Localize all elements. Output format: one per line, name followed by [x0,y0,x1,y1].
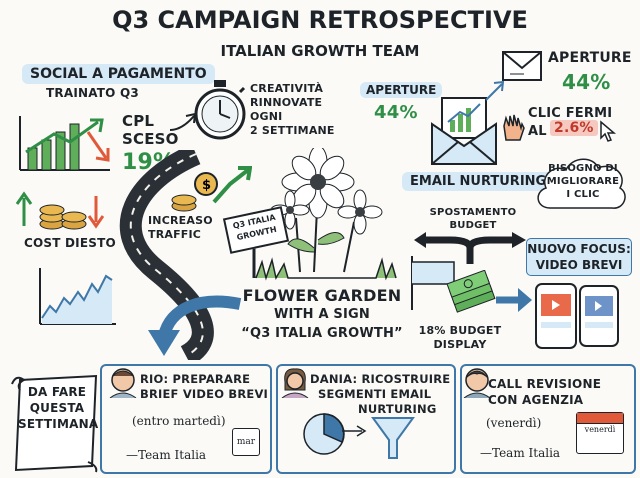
traffic-note: INCREASO TRAFFIC [148,214,213,242]
video-focus-line2: VIDEO BREVI [535,258,623,272]
rio-task-title: RIO: PREPARARE BRIEF VIDEO BREVI [140,372,268,402]
todo-scroll-line1: DA FARE [27,385,87,399]
stop-hand-icon [503,114,525,141]
improve-clicks-text: BISOGNO DI MIGLIORARE I CLIC [540,162,626,201]
rio-line2: BRIEF VIDEO BREVI [140,387,269,401]
big-curved-arrow-icon [148,295,242,356]
garden-caption-line3: “Q3 ITALIA GROWTH” [241,326,403,341]
stopwatch-icon [194,80,246,140]
improve-clicks-cloud [537,158,626,209]
call-due: (venerdì) [486,416,542,430]
budget-flag-icon [411,256,455,310]
garden-caption: FLOWER GARDEN WITH A SIGN “Q3 ITALIA GRO… [234,286,410,343]
growth-bars-icon [19,116,110,171]
aperture-left-value: 44% [374,102,418,123]
rio-line1: RIO: PREPARARE [140,372,251,386]
garden-caption-line1: FLOWER GARDEN [242,286,402,305]
traffic-line2: TRAFFIC [148,228,202,241]
dania-avatar [281,368,309,398]
line-chart-icon [39,268,116,325]
agency-avatar [463,368,491,398]
budget-shift-line1: SPOSTAMENTO [429,207,517,218]
budget-display-label: 18% BUDGET DISPLAY [418,324,502,352]
video-focus-line1: NUOVO FOCUS: [527,242,631,256]
pie-chart-icon [303,413,345,455]
rio-avatar [109,368,137,398]
video-focus-label: NUOVO FOCUS: VIDEO BREVI [526,238,632,276]
aperture-right-value: 44% [562,70,611,94]
cpl-label-line1: CPL [122,112,155,130]
creative-line2: RINNOVATE [250,96,323,109]
cursor-icon [600,120,617,142]
budget-display-line2: DISPLAY [433,338,487,351]
coins-rising-icon: $ [171,166,252,212]
rio-signature: —Team Italia [126,448,207,462]
coin-stacks-icon [15,191,104,230]
road-illustration [119,150,214,360]
creative-line3: OGNI [250,110,283,123]
budget-shift-line2: BUDGET [449,220,497,231]
cloud-line1: BISOGNO DI [548,163,618,174]
svg-text:$: $ [202,178,211,193]
call-signature: —Team Italia [480,446,561,460]
dania-line2: SEGMENTI EMAIL [318,387,432,401]
cloud-line2: MIGLIORARE [546,176,620,187]
cost-label: COST DIESTO [24,236,116,250]
funnel-icon [371,417,415,459]
flower-garden-illustration [252,148,397,281]
cloud-line3: I CLIC [566,189,600,200]
call-line1: CALL REVISIONE [488,377,602,391]
video-phones-icon [535,283,619,349]
open-envelope-chart-icon [431,97,497,165]
dania-line1: DANIA: RICOSTRUIRE [310,372,451,386]
call-calendar-day: venerdì [584,425,616,434]
task-card-dania [276,364,456,474]
arrow-to-funnel-icon [342,425,367,437]
todo-scroll [11,374,98,473]
fork-arrow-icon [414,232,526,264]
envelope-icon [502,51,542,81]
page-subtitle: ITALIAN GROWTH TEAM [220,42,420,60]
call-task-title: CALL REVISIONE CON AGENZIA [488,376,601,408]
social-heading: SOCIAL A PAGAMENTO [22,64,215,84]
clic-label-line1: CLIC FERMI [528,106,613,121]
budget-display-line1: 18% BUDGET [418,324,502,337]
aperture-left-label: APERTURE [360,82,443,98]
traffic-line1: INCREASO [148,214,213,227]
todo-scroll-text: DA FARE QUESTA SETTIMANA [18,384,99,432]
todo-scroll-line2: QUESTA [29,401,85,415]
arrow-to-video-icon [496,288,532,312]
down-arrow-icon [86,131,110,162]
dania-task-title: DANIA: RICOSTRUIRE SEGMENTI EMAIL NURTUR… [310,372,450,417]
creative-line1: CREATIVITÀ [250,82,324,95]
rio-due: (entro martedì) [132,414,226,428]
clic-value: 2.6% [550,120,598,136]
page-title: Q3 CAMPAIGN RETROSPECTIVE [112,6,528,34]
rio-calendar-day: mar [236,437,256,447]
arrow-to-envelope-icon [485,80,505,101]
calendar-header [577,413,623,424]
rio-calendar-icon: mar [232,428,260,456]
clic-label-line2: AL [528,124,547,139]
budget-shift-label: SPOSTAMENTO BUDGET [428,206,518,232]
creative-line4: 2 SETTIMANE [250,124,335,137]
call-calendar-icon: venerdì [576,412,624,454]
money-stack-icon [446,270,496,313]
garden-caption-line2: WITH A SIGN [274,307,370,322]
aperture-right-label: APERTURE [548,50,632,66]
creative-note: CREATIVITÀ RINNOVATE OGNI 2 SETTIMANE [250,82,335,138]
social-subheading: TRAINATO Q3 [46,86,139,100]
cpl-label-line2: SCESO [122,130,179,148]
call-line2: CON AGENZIA [488,393,584,407]
email-heading: EMAIL NURTURING [402,172,555,191]
dania-line3: NURTURING [358,402,437,416]
todo-scroll-line3: SETTIMANA [18,417,99,431]
